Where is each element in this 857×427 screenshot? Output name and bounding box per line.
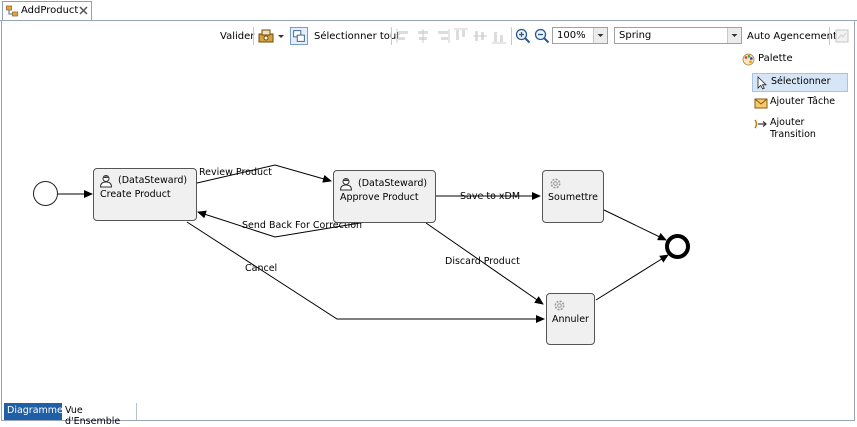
palette-item-label: Ajouter Tâche [770,96,836,107]
task-create-product[interactable]: (DataSteward) Create Product [93,168,197,221]
export-image-icon[interactable] [833,27,851,45]
align-center-icon[interactable] [414,27,432,45]
zoom-in-icon[interactable] [514,27,532,45]
align-middle-icon[interactable] [471,27,489,45]
palette-item-add-transition[interactable]: Ajouter Transition [752,115,848,141]
align-bottom-icon[interactable] [490,27,508,45]
select-all-button[interactable]: Sélectionner tout [314,31,401,42]
select-all-toggle-icon[interactable] [290,27,308,45]
add-task-icon [754,98,768,109]
chevron-down-icon[interactable] [593,28,607,43]
start-event[interactable] [33,181,58,206]
editor-tab-label: AddProduct [21,5,79,16]
align-top-icon[interactable] [452,27,470,45]
zoom-level-value: 100% [557,30,586,41]
cursor-arrow-icon [757,76,767,90]
end-event[interactable] [665,234,690,259]
transition-label[interactable]: Cancel [245,263,278,274]
align-left-icon[interactable] [395,27,413,45]
gear-icon [550,178,561,189]
chevron-down-icon[interactable] [276,27,286,45]
task-name: Soumettre [548,192,598,203]
edge-cancel-to-end[interactable] [595,254,669,301]
task-approve-product[interactable]: (DataSteward) Approve Product [333,170,436,223]
palette-icon [742,53,755,66]
edge-send-back[interactable] [197,210,367,238]
align-right-icon[interactable] [433,27,451,45]
edge-review-product[interactable] [196,164,332,184]
toolbar-separator [391,27,392,45]
palette-title: Palette [758,53,793,64]
edge-cancel[interactable] [186,221,545,323]
palette-item-select[interactable]: Sélectionner [752,73,848,92]
tab-diagram[interactable]: Diagramme [4,403,63,420]
layout-algorithm-value: Spring [619,30,652,41]
add-transition-icon [754,119,767,129]
task-cancel[interactable]: Annuler [546,293,595,345]
chevron-down-icon[interactable] [727,28,741,43]
process-diagram-icon [6,5,18,17]
task-submit[interactable]: Soumettre [542,170,604,223]
palette-item-label: Sélectionner [771,76,831,87]
toolbar-separator [829,27,830,45]
task-name: Create Product [100,189,171,200]
edge-submit-to-end[interactable] [603,209,667,241]
transition-label[interactable]: Save to xDM [460,191,521,202]
tab-overview[interactable]: Vue d'Ensemble [62,403,137,427]
auto-layout-button[interactable]: Auto Agencement [747,31,837,42]
palette-item-label: Ajouter Transition [770,117,816,140]
zoom-level-select[interactable]: 100% [552,27,608,44]
transition-label[interactable]: Review Product [199,167,272,178]
toolbar-separator [511,27,512,45]
workflow-icon[interactable] [257,27,275,45]
zoom-out-icon[interactable] [533,27,551,45]
toolbar-separator [253,27,254,45]
task-name: Approve Product [340,192,419,203]
task-role: (DataSteward) [358,178,428,189]
user-icon [99,175,113,188]
editor-tab-addproduct[interactable]: AddProduct [2,1,92,20]
transition-label[interactable]: Discard Product [445,256,520,267]
close-icon[interactable] [78,5,89,16]
edge-discard-product[interactable] [425,222,544,305]
user-icon [339,178,353,191]
gear-icon [554,300,565,311]
task-role: (DataSteward) [118,175,188,186]
validate-button[interactable]: Valider [220,31,255,42]
task-name: Annuler [552,314,589,325]
palette-item-add-task[interactable]: Ajouter Tâche [752,94,848,113]
layout-algorithm-select[interactable]: Spring [614,27,742,44]
transition-label[interactable]: Send Back For Correction [242,220,363,231]
